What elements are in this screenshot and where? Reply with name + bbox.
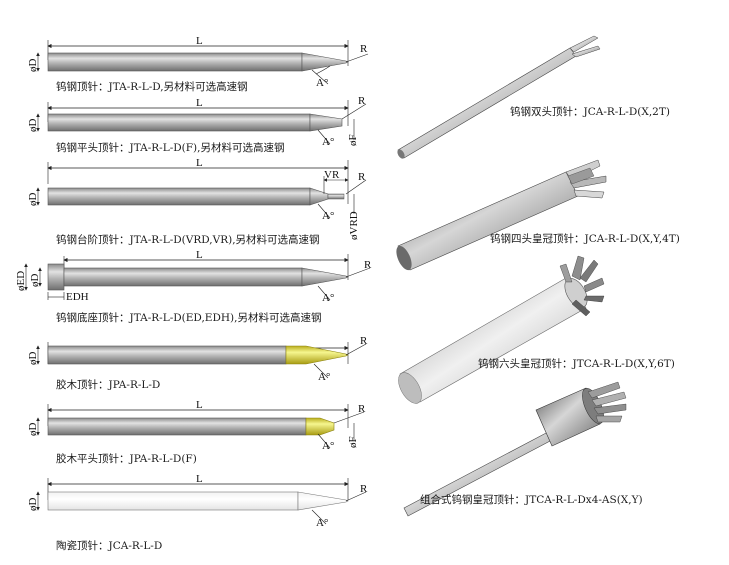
angle-label: A° (322, 136, 334, 148)
angle-label: A° (316, 77, 328, 89)
radius-label: R (360, 43, 368, 55)
pin-bakelite: R øD A° (27, 335, 368, 383)
pin-base (47, 263, 65, 291)
pin-ceramic: L R øD A° (27, 473, 368, 529)
diameter-label: øD (27, 119, 39, 133)
diameter-label: øD (29, 274, 41, 288)
angle-label: A° (322, 292, 334, 304)
pin-double-head (397, 35, 601, 159)
caption-base-pin: 钨钢底座顶针：JTA-R-L-D(ED,EDH),另材料可选高速钢 (56, 312, 322, 324)
pin-stepped: L VR R øD øVRD A° (27, 157, 367, 240)
pin-combined-crown (403, 381, 627, 517)
caption-combined-crown: 组合式钨钢皇冠顶针：JTCA-R-L-Dx4-AS(X,Y) (420, 494, 643, 506)
pin-four-head-crown (396, 159, 607, 271)
diameter-label: øD (27, 423, 39, 437)
diameter-label: øD (27, 352, 39, 366)
radius-label: R (364, 259, 372, 271)
pin-standard: L R øD A° (27, 35, 369, 89)
pin-body (47, 52, 303, 72)
radius-label: R (358, 95, 366, 107)
diameter-label: øD (27, 59, 39, 73)
caption-six-head-crown: 钨钢六头皇冠顶针：JTCA-R-L-D(X,Y,6T) (478, 358, 675, 370)
radius-label: R (360, 335, 368, 347)
caption-bakelite-pin: 胶木顶针：JPA-R-L-D (56, 379, 161, 391)
step-diameter-label: øVRD (348, 211, 360, 240)
pin-bakelite-flat: L R øD øF A° (27, 399, 366, 452)
angle-label: A° (316, 517, 328, 529)
radius-label: R (360, 483, 368, 495)
length-label: L (196, 35, 203, 47)
caption-ceramic-pin: 陶瓷顶针：JCA-R-L-D (56, 540, 163, 552)
length-label: L (196, 157, 203, 169)
radius-label: R (358, 171, 366, 183)
caption-stepped-pin: 钨钢台阶顶针：JTA-R-L-D(VRD,VR),另材料可选高速钢 (56, 234, 320, 246)
angle-label: A° (322, 440, 334, 452)
flat-diameter-label: øF (347, 134, 359, 146)
length-label: L (196, 249, 203, 261)
caption-double-head-pin: 钨钢双头顶针：JCA-R-L-D(X,2T) (510, 106, 670, 118)
length-label: L (196, 473, 203, 485)
caption-flat-head-pin: 钨钢平头顶针：JTA-R-L-D(F),另材料可选高速钢 (56, 142, 285, 154)
base-diameter-label: øED (15, 271, 27, 291)
diameter-label: øD (27, 498, 39, 512)
pin-with-base: L R øED øD EDH A° (15, 249, 372, 304)
caption-bakelite-flat-pin: 胶木平头顶针：JPA-R-L-D(F) (56, 453, 197, 465)
diameter-label: øD (27, 193, 39, 207)
length-label: L (196, 97, 203, 109)
angle-label: A° (322, 210, 334, 222)
pin-six-head-crown (398, 255, 605, 404)
bakelite-tip (285, 345, 349, 365)
base-height-label: EDH (66, 291, 89, 303)
pin-tip (301, 52, 349, 72)
flat-diameter-label: øF (347, 436, 359, 448)
caption-standard-pin: 钨钢顶针：JTA-R-L-D,另材料可选高速钢 (56, 81, 248, 93)
radius-label: R (358, 403, 366, 415)
step-length-label: VR (324, 169, 340, 181)
length-label: L (196, 399, 203, 411)
pin-flat-head: L R øD øF A° (27, 95, 367, 148)
caption-four-head-crown: 钨钢四头皇冠顶针：JCA-R-L-D(X,Y,4T) (490, 233, 680, 245)
angle-label: A° (318, 371, 330, 383)
